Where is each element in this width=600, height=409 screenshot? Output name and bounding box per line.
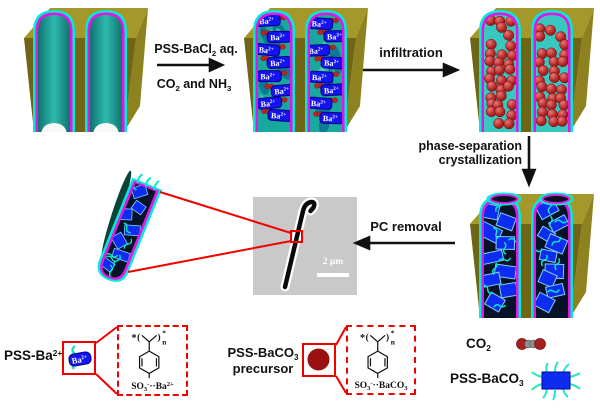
svg-text:*: * <box>162 328 166 337</box>
tem-tube <box>282 199 317 290</box>
ba-loaded-template-block: Ba2+Ba2+Ba2+Ba2+Ba2+Ba2+Ba2+Ba2+Ba2+Ba2+… <box>244 8 368 132</box>
pss-ba-text: PSS-Ba <box>4 348 53 363</box>
legend-pss-baco3-label: PSS-BaCO3 <box>450 371 524 388</box>
styrene-sulfonate-structure: *()*n <box>132 328 166 379</box>
svg-text:*: * <box>360 333 365 344</box>
infiltration-label: infiltration <box>379 45 443 60</box>
precursor-icon-box <box>302 343 336 377</box>
legend1-connector-bottom <box>95 373 118 395</box>
svg-text:(: ( <box>366 333 369 343</box>
step1-arrowhead <box>208 57 226 73</box>
pss-ba-icon-box: Ba2+ <box>62 341 96 375</box>
svg-text:Ba2+: Ba2+ <box>260 99 276 109</box>
svg-text:*: * <box>391 328 395 337</box>
svg-text:Ba2+: Ba2+ <box>260 72 275 81</box>
scale-bar <box>317 273 349 277</box>
phase-separation-label: phase-separation crystallization <box>398 139 522 168</box>
svg-text:Ba2+: Ba2+ <box>259 16 274 26</box>
svg-text:Ba2+: Ba2+ <box>258 45 274 55</box>
legend2-connector-top <box>335 326 347 346</box>
co2-text: CO <box>466 336 487 351</box>
precursor-line2: precursor <box>232 361 294 377</box>
svg-text:Ba2+: Ba2+ <box>312 73 327 83</box>
svg-text:Ba2+: Ba2+ <box>324 86 339 96</box>
precursor-line1: PSS-BaCO <box>227 345 294 360</box>
pss-ba-structure-box: *()*n SO3-··Ba2+ <box>117 325 188 396</box>
tem-image: 2 μm <box>253 197 357 295</box>
precursor-droplet-icon <box>307 348 330 371</box>
svg-text:n: n <box>391 338 395 347</box>
styrene-sulfonate-structure-2: *()*n <box>360 328 395 379</box>
svg-text:Ba2+: Ba2+ <box>308 46 323 56</box>
svg-text:Ba2+: Ba2+ <box>327 32 342 41</box>
step1-gas-label: CO2 and NH3 <box>156 77 232 93</box>
crystallization-line2: crystallization <box>438 153 522 168</box>
svg-text:Ba2+: Ba2+ <box>324 59 339 69</box>
legend-precursor-label: PSS-BaCO3 precursor <box>227 345 299 377</box>
porous-template-block <box>24 8 148 132</box>
pss-baco3-crystal-icon <box>531 361 581 401</box>
step1-gas-text: CO <box>156 77 176 91</box>
tem-nanotube-drawing <box>280 197 319 292</box>
legend-pss-ba-label: PSS-Ba2+ <box>4 348 63 363</box>
crystallized-template-block <box>470 192 594 318</box>
precursor-formula: SO3-··BaCO3 <box>354 380 408 392</box>
svg-text:): ) <box>386 333 389 343</box>
svg-text:): ) <box>158 333 161 343</box>
co2-molecule-icon <box>516 338 546 350</box>
step1-reagent-label: PSS-BaCl2 aq. <box>154 42 238 58</box>
co2-infiltrated-template-block <box>470 8 594 132</box>
pc-removal-arrowhead <box>352 235 371 251</box>
legend2-connector-bottom <box>335 375 347 394</box>
svg-text:Ba2+: Ba2+ <box>311 19 326 29</box>
svg-text:Ba2+: Ba2+ <box>270 33 285 42</box>
pss-baco3-text: PSS-BaCO <box>450 371 520 386</box>
svg-text:Ba2+: Ba2+ <box>270 58 285 68</box>
scale-bar-label: 2 μm <box>322 257 344 267</box>
precursor-structure-box: *()*n SO3-··BaCO3 <box>346 325 416 395</box>
svg-text:Ba2+: Ba2+ <box>274 86 290 96</box>
released-nanotube <box>97 170 162 282</box>
legend-co2-label: CO2 <box>466 336 491 353</box>
precursor-circle <box>307 348 330 371</box>
crystallization-arrowhead <box>521 168 537 188</box>
svg-text:*: * <box>132 333 137 344</box>
legend1-connector-top <box>95 326 118 344</box>
svg-text:Ba2+: Ba2+ <box>311 99 326 109</box>
svg-text:n: n <box>162 338 166 347</box>
pss-ba-chain-icon: Ba2+ <box>68 345 92 370</box>
svg-text:Ba2+: Ba2+ <box>323 114 338 123</box>
step1-reagent-text: PSS-BaCl <box>154 42 212 56</box>
svg-text:(: ( <box>137 333 140 343</box>
pss-ba-formula: SO3-··Ba2+ <box>131 381 174 393</box>
phase-separation-line1: phase-separation <box>418 139 522 153</box>
svg-text:Ba2+: Ba2+ <box>271 111 287 121</box>
pc-removal-label: PC removal <box>370 219 442 234</box>
